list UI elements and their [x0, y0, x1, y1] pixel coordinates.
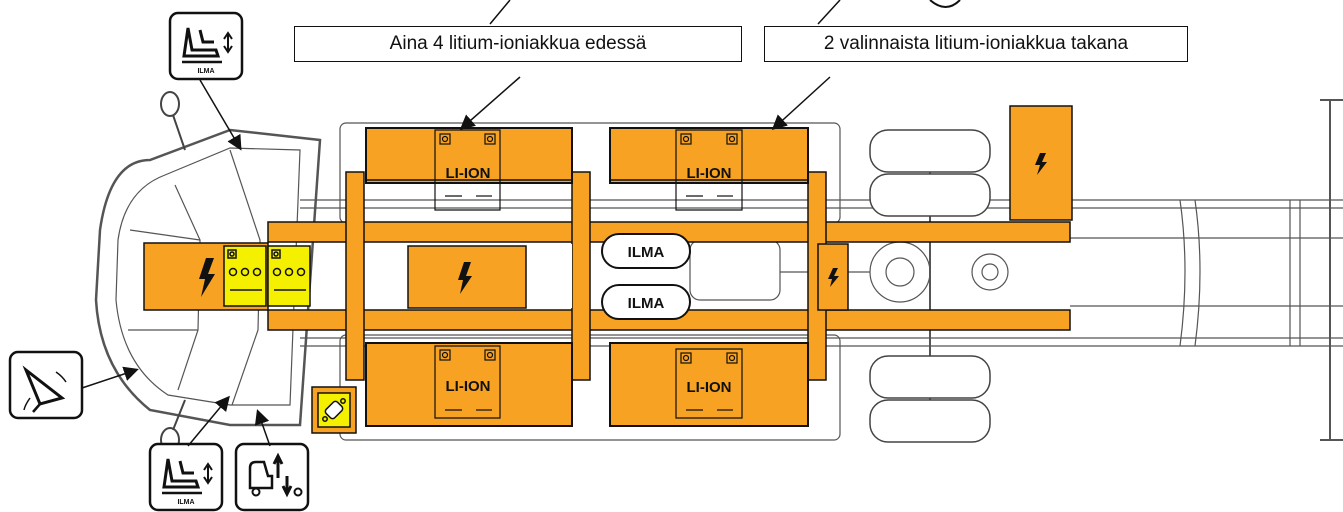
seat-icon-label: ILMA	[177, 499, 194, 506]
arrow-front-batteries	[459, 76, 521, 130]
air-suspension-seat-icon: ILMA	[168, 11, 244, 81]
air-tank: ILMA	[601, 284, 691, 320]
rear-wheels	[869, 129, 991, 443]
callout-rear-batteries: 2 valinnaista litium-ioniakkua takana	[764, 26, 1188, 62]
cab-tilt-icon	[234, 442, 310, 512]
wheel	[869, 129, 991, 173]
low-voltage-batteries	[223, 245, 311, 307]
cab-outline	[94, 128, 322, 427]
wheel	[869, 173, 991, 217]
li-ion-plate: LI-ION	[675, 348, 743, 419]
seat-icon-label: ILMA	[197, 68, 214, 75]
battery-front-lower	[365, 342, 573, 427]
battery-rear-upper	[609, 127, 809, 184]
hv-connector	[571, 171, 591, 381]
battery-label: LI-ION	[687, 379, 732, 396]
battery-label-plates: LI-ION LI-ION LI-ION LI-ION	[434, 129, 743, 419]
fuse-icon	[317, 392, 351, 428]
battery-label: LI-ION	[446, 378, 491, 395]
battery-label: LI-ION	[687, 165, 732, 182]
arrow-cab-tilt	[254, 409, 271, 447]
callout-front-batteries: Aina 4 litium-ioniakkua edessä	[294, 26, 742, 62]
arrow-horn	[81, 366, 139, 389]
pointer-arrows	[81, 0, 961, 447]
arrow-seat-top	[199, 79, 242, 151]
air-suspension-seat-icon: ILMA	[148, 442, 224, 512]
air-tank: ILMA	[601, 233, 691, 269]
wheel	[869, 355, 991, 399]
battery-label: LI-ION	[446, 165, 491, 182]
mirror-top	[160, 91, 186, 151]
air-tank-label: ILMA	[628, 295, 665, 312]
arrow-seat-bottom	[187, 395, 230, 447]
li-ion-plate: LI-ION	[434, 129, 501, 211]
hv-connector	[345, 171, 365, 381]
battery-rear-lower	[609, 342, 809, 427]
lightning-bolt-icon	[199, 258, 215, 297]
horn-icon	[8, 350, 84, 420]
air-tank-label: ILMA	[628, 244, 665, 261]
battery-front-upper	[365, 127, 573, 184]
lightning-bolt-icon	[828, 268, 839, 287]
cab-inner-outline	[115, 147, 301, 406]
center-hv-unit	[407, 245, 527, 309]
arrow-rear-batteries	[771, 76, 831, 131]
lightning-bolt-icon	[458, 262, 472, 294]
li-ion-plate: LI-ION	[675, 129, 743, 211]
li-ion-plate: LI-ION	[434, 345, 501, 419]
wheel	[869, 399, 991, 443]
lightning-bolt-icon	[1035, 153, 1047, 175]
